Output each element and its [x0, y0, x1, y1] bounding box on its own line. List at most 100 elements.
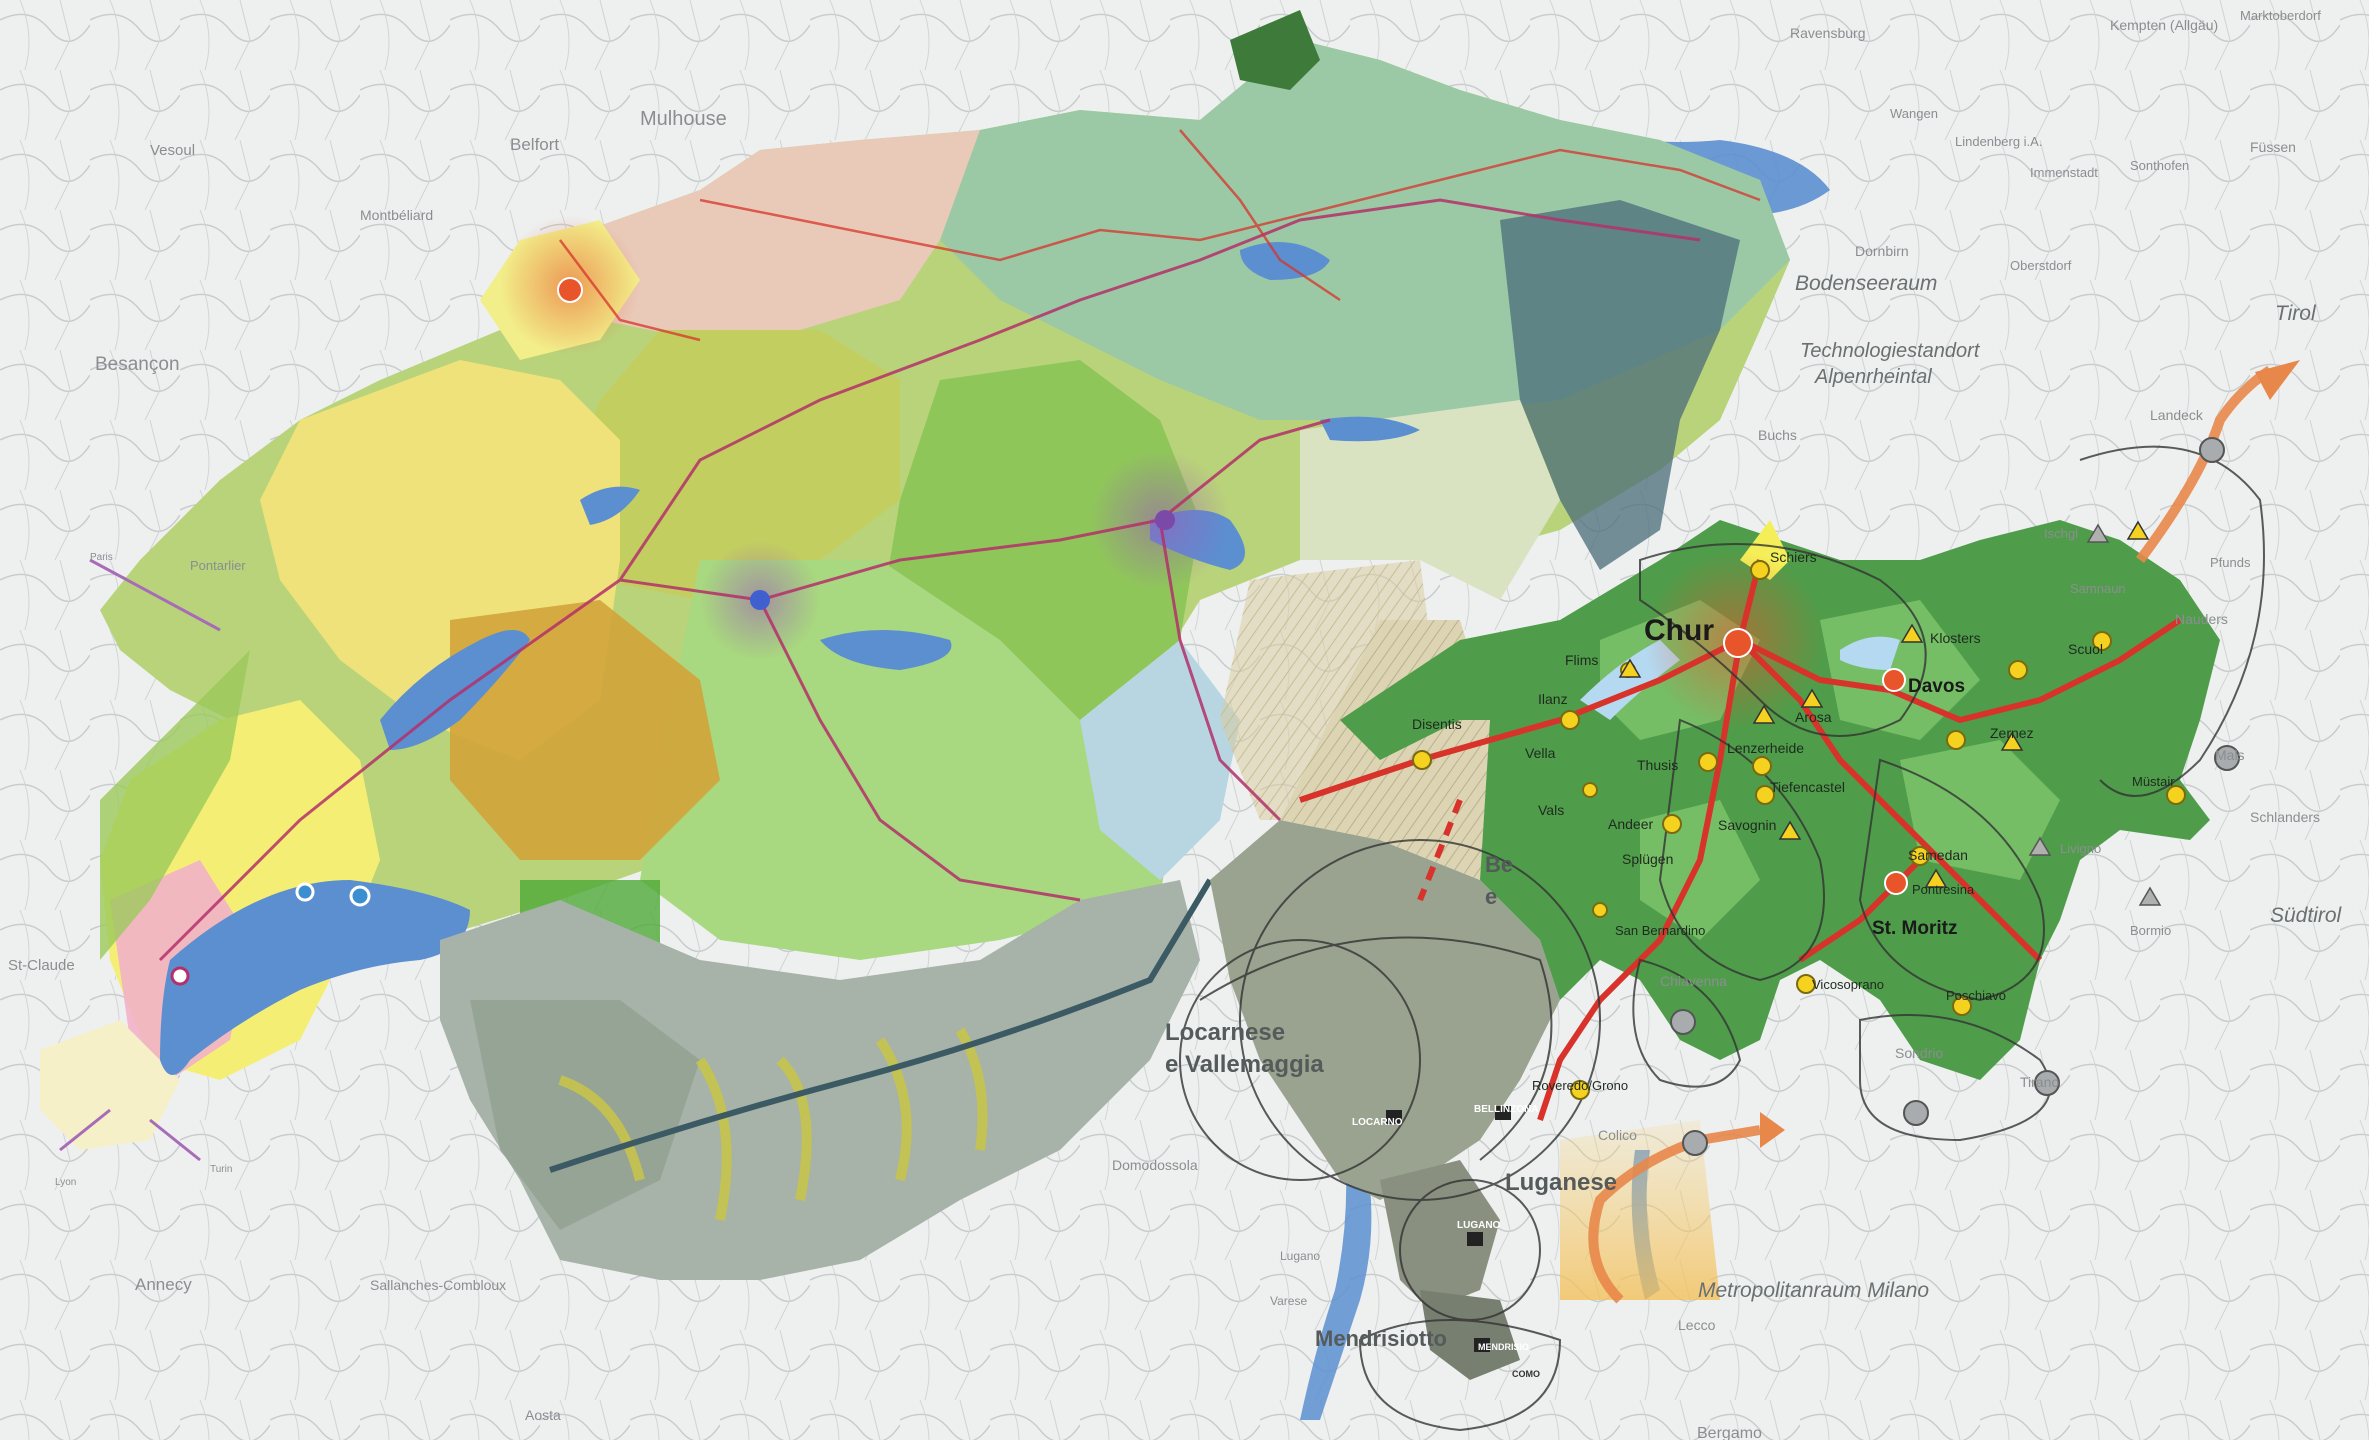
- node-muestair[interactable]: [2166, 785, 2186, 805]
- node-landeck[interactable]: [2199, 437, 2225, 463]
- node-mals[interactable]: [2214, 745, 2240, 771]
- glacier-klosters: [1840, 636, 1900, 670]
- bernese-oberland-zone: [640, 560, 1180, 960]
- label-thusis: Thusis: [1637, 757, 1678, 773]
- node-san-bernardino[interactable]: [1592, 902, 1608, 918]
- label-disentis: Disentis: [1412, 716, 1462, 732]
- ski-marker-bormio[interactable]: [2138, 886, 2162, 906]
- ski-marker-zernez[interactable]: [2000, 731, 2024, 751]
- label-zernez: Zernez: [1990, 725, 2034, 741]
- label-savognin: Savognin: [1718, 817, 1776, 833]
- node-ilanz[interactable]: [1560, 710, 1580, 730]
- label-lugano: LUGANO: [1457, 1220, 1501, 1231]
- node-tiefencastel[interactable]: [1755, 785, 1775, 805]
- label-pontresina: Pontresina: [1912, 882, 1975, 897]
- place-sonthofen: Sonthofen: [2130, 158, 2189, 173]
- ski-marker-ischgl[interactable]: [2086, 523, 2110, 543]
- place-lindenberg: Lindenberg i.A.: [1955, 134, 2042, 149]
- node-davos[interactable]: [1882, 668, 1906, 692]
- graubuenden-highland-3: [1900, 740, 2060, 880]
- node-st-moritz[interactable]: [1884, 871, 1908, 895]
- ski-marker-samnaun[interactable]: [2126, 520, 2150, 540]
- label-bodenseeraum: Bodenseeraum: [1795, 272, 1937, 295]
- label-vella: Vella: [1525, 745, 1556, 761]
- node-zernez[interactable]: [1946, 730, 1966, 750]
- node-thusis[interactable]: [1698, 752, 1718, 772]
- marker-locarno[interactable]: [1386, 1110, 1402, 1124]
- place-paris: Paris: [90, 552, 113, 563]
- node-tirano[interactable]: [2034, 1070, 2060, 1096]
- place-montbeliard: Montbéliard: [360, 207, 433, 223]
- node-klosters-east[interactable]: [2008, 660, 2028, 680]
- node-morges[interactable]: [295, 882, 315, 902]
- place-oberstdorf: Oberstdorf: [2010, 258, 2072, 273]
- label-st-moritz: St. Moritz: [1872, 918, 1958, 939]
- ticino-zone: [1210, 820, 1560, 1200]
- node-lenzerheide[interactable]: [1752, 756, 1772, 776]
- place-annecy: Annecy: [135, 1275, 192, 1294]
- graubuenden-zone: [1340, 520, 2220, 1080]
- place-nauders: Nauders: [2175, 611, 2228, 627]
- place-colico: Colico: [1598, 1127, 1637, 1143]
- ski-marker-klosters[interactable]: [1900, 623, 1924, 643]
- node-delemont[interactable]: [557, 277, 583, 303]
- marker-mendrisio[interactable]: [1474, 1338, 1490, 1352]
- label-bellinzonese-2: e: [1485, 884, 1497, 909]
- place-chiavenna: Chiavenna: [1660, 973, 1727, 989]
- ski-marker-flims[interactable]: [1618, 658, 1642, 678]
- lake-maggiore-south: [1300, 1150, 1372, 1420]
- lake-thun-brienz: [820, 630, 952, 670]
- place-tirano: Tirano: [2020, 1074, 2059, 1090]
- jura-west-green-zone: [100, 650, 250, 960]
- node-chur[interactable]: [1723, 628, 1753, 658]
- node-bern[interactable]: [750, 590, 770, 610]
- node-poschiavo[interactable]: [1952, 996, 1972, 1016]
- node-andeer[interactable]: [1662, 814, 1682, 834]
- node-luzern[interactable]: [1155, 510, 1175, 530]
- ticino-city-markers: [1386, 1106, 1511, 1352]
- label-roveredo: Roveredo/Grono: [1532, 1078, 1628, 1093]
- graubuenden-nodes: [1412, 560, 2186, 1100]
- node-samedan[interactable]: [1910, 846, 1930, 866]
- label-vals: Vals: [1538, 802, 1564, 818]
- label-technologiestandort-2: Alpenrheintal: [1814, 366, 1932, 388]
- node-roveredo[interactable]: [1570, 1080, 1590, 1100]
- ski-marker-lenzerheide[interactable]: [1752, 704, 1776, 724]
- place-domodossola: Domodossola: [1112, 1157, 1198, 1173]
- ski-marker-livigno[interactable]: [2028, 836, 2052, 856]
- label-muestair: Müstair: [2132, 774, 2175, 789]
- marker-lugano[interactable]: [1467, 1232, 1483, 1246]
- marker-bellinzona[interactable]: [1495, 1106, 1511, 1120]
- ski-marker-savognin[interactable]: [1778, 820, 1802, 840]
- node-lausanne[interactable]: [349, 885, 371, 907]
- place-mulhouse: Mulhouse: [640, 108, 727, 130]
- label-bellinzona: BELLINZONA: [1474, 1104, 1538, 1115]
- node-chiavenna[interactable]: [1670, 1009, 1696, 1035]
- luganese-zone: [1380, 1160, 1500, 1310]
- bern-plateau-zone: [560, 330, 900, 600]
- node-sondrio[interactable]: [1903, 1100, 1929, 1126]
- ski-marker-pontresina[interactable]: [1924, 868, 1948, 888]
- label-locarnese-1: Locarnese: [1165, 1019, 1285, 1046]
- node-vals[interactable]: [1582, 782, 1598, 798]
- node-colico[interactable]: [1682, 1130, 1708, 1156]
- place-immenstadt: Immenstadt: [2030, 165, 2098, 180]
- rhine-valley-zone: [1500, 200, 1740, 570]
- background-place-labels: Mulhouse Belfort Besançon Vesoul Montbél…: [8, 8, 2321, 1440]
- place-fuessen: Füssen: [2250, 139, 2296, 155]
- place-vesoul: Vesoul: [150, 142, 195, 159]
- node-schiers[interactable]: [1750, 560, 1770, 580]
- node-nyon[interactable]: [170, 966, 190, 986]
- geneva-canton-zone: [40, 1020, 180, 1150]
- label-mendrisio: MENDRISIO: [1478, 1342, 1529, 1352]
- label-locarnese-2: e Vallemaggia: [1165, 1051, 1324, 1078]
- label-schiers: Schiers: [1770, 549, 1817, 565]
- node-vicosoprano[interactable]: [1796, 974, 1816, 994]
- label-andeer: Andeer: [1608, 816, 1653, 832]
- node-scuol[interactable]: [2092, 631, 2112, 651]
- label-technologiestandort-1: Technologiestandort: [1800, 340, 1981, 362]
- ski-marker-arosa[interactable]: [1800, 688, 1824, 708]
- label-como: COMO: [1512, 1369, 1540, 1379]
- node-disentis[interactable]: [1412, 750, 1432, 770]
